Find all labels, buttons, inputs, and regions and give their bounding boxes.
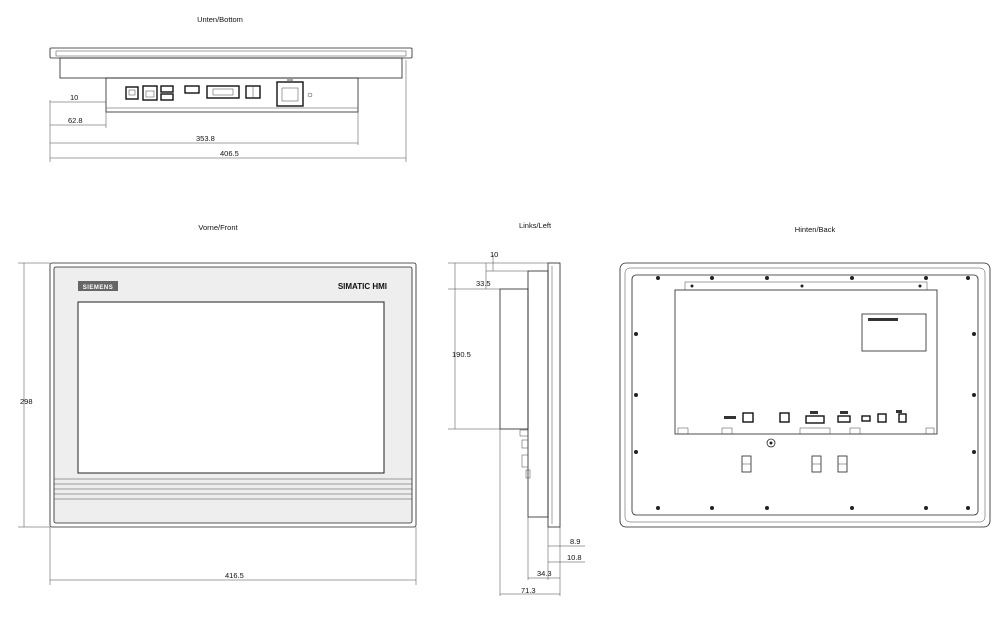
left-dim-2: 33.5	[476, 279, 491, 288]
left-view-title: Links/Left	[519, 221, 552, 230]
left-view: Links/Left 10 33.5 190.5 8.9 10.8 34	[448, 221, 585, 596]
front-view-title: Vorne/Front	[198, 223, 238, 232]
power-socket	[276, 79, 304, 107]
left-dim-3: 190.5	[452, 350, 471, 359]
back-ports	[677, 410, 935, 435]
bottom-dim-3: 353.8	[196, 134, 215, 143]
bottom-view: Unten/Bottom	[49, 15, 413, 162]
back-module-top	[684, 281, 928, 291]
back-view-title: Hinten/Back	[795, 225, 836, 234]
siemens-logo	[78, 281, 118, 291]
terminal-port	[245, 85, 261, 99]
left-rear-block	[499, 288, 529, 430]
back-frame-inner	[624, 267, 986, 523]
type-label	[861, 313, 927, 352]
usb-a-ports	[160, 85, 174, 101]
front-width-dim: 416.5	[225, 571, 244, 580]
back-clips	[741, 455, 848, 473]
left-dim-6: 34.3	[537, 569, 552, 578]
left-housing	[527, 270, 549, 518]
front-frame	[49, 262, 417, 528]
bottom-view-title: Unten/Bottom	[197, 15, 243, 24]
brand-label: SIMATIC HMI	[338, 282, 387, 291]
back-outer-frame	[619, 262, 991, 528]
mounting-screws	[634, 276, 976, 510]
bottom-bezel-inner	[55, 50, 407, 57]
bottom-dim-2: 62.8	[68, 116, 83, 125]
bottom-bezel	[49, 47, 413, 59]
usb-port-2	[184, 85, 200, 94]
left-bezel	[547, 262, 561, 528]
bottom-dim-4: 406.5	[220, 149, 239, 158]
front-height-dim: 298	[20, 397, 33, 406]
siemens-logo-text: SIEMENS	[83, 285, 114, 291]
left-dim-4: 8.9	[570, 537, 580, 546]
back-housing	[631, 274, 979, 516]
front-view: Vorne/Front SIEMENS SIMATIC HMI 298 416.…	[18, 223, 417, 585]
front-screen	[77, 301, 385, 474]
usb-b-port	[125, 86, 139, 100]
back-view: Hinten/Back	[619, 225, 991, 528]
left-dim-5: 10.8	[567, 553, 582, 562]
ethernet-port	[142, 85, 158, 101]
back-ground-connector	[766, 438, 776, 448]
bottom-dim-1: 10	[70, 93, 78, 102]
left-dim-7: 71.3	[521, 586, 536, 595]
port-block	[105, 77, 359, 113]
ground-screw	[307, 92, 313, 98]
dvi-port	[206, 85, 240, 99]
left-dim-1: 10	[490, 250, 498, 259]
bottom-housing	[59, 57, 403, 79]
